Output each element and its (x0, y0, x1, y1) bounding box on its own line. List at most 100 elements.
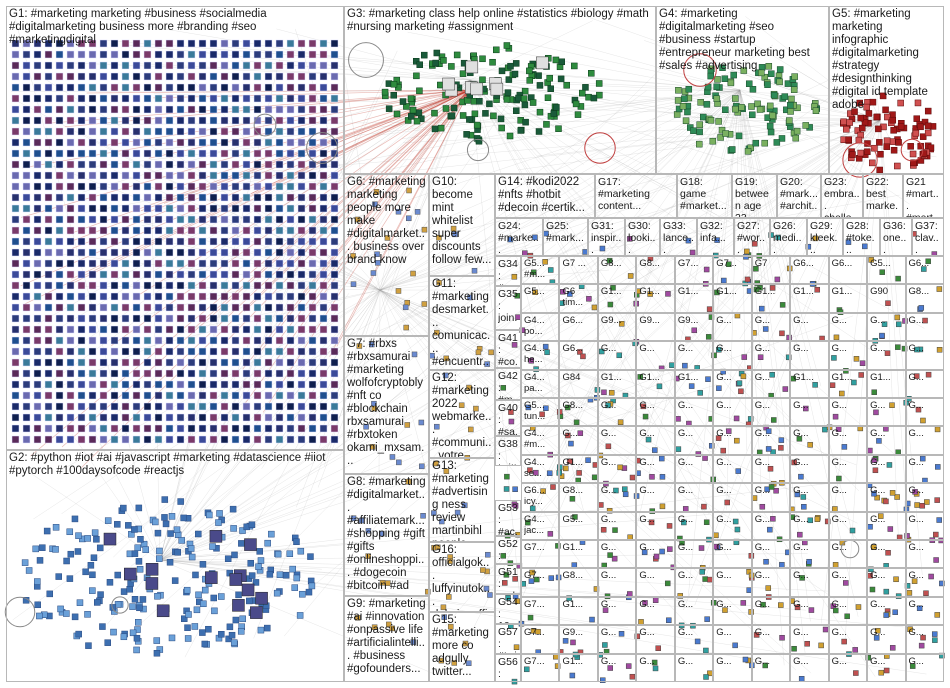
group-label: G... (755, 514, 787, 525)
small-group: G... (675, 512, 713, 540)
group-g26: G26: medi... (770, 218, 807, 256)
group-label: G... (793, 570, 825, 581)
group-label: G14: #kodi2022 #nfts #hotbit #decoin #ce… (498, 176, 592, 215)
group-label: G32: infa... (700, 220, 731, 244)
group-g6: G6: #marketing marketing people more mak… (344, 174, 429, 336)
group-g7: G7: #rbxs #rbxsamurai #marketing wolfofc… (344, 336, 429, 474)
small-group: G... (675, 426, 713, 454)
group-label: G... (793, 315, 825, 326)
group-g19: G19: between age 23... (732, 174, 777, 218)
group-label: G... (755, 627, 787, 638)
group-label: G... (639, 627, 671, 638)
group-label: G... (909, 656, 941, 667)
group-g41: G41: #co... (495, 330, 521, 368)
small-group: G... (636, 455, 674, 483)
group-label: G... (870, 570, 902, 581)
group-label: G... (716, 514, 748, 525)
small-group: G... (752, 512, 790, 540)
group-label: G1... (832, 286, 864, 297)
small-group: G7... (521, 597, 559, 625)
group-label: G7... (524, 599, 556, 610)
small-group: G... (636, 625, 674, 653)
small-group: G... (752, 455, 790, 483)
small-group: G... (829, 313, 867, 341)
group-label: G18: game #market... (680, 176, 729, 212)
small-group: G... (867, 568, 905, 596)
group-label: G7... (524, 542, 556, 553)
small-group: G... (752, 568, 790, 596)
group-label: G1... (678, 286, 710, 297)
group-label: G8... (909, 286, 941, 297)
group-label: G... (755, 343, 787, 354)
group-label: G... (639, 542, 671, 553)
small-group: G... (829, 341, 867, 369)
small-group: G... (906, 455, 944, 483)
group-label: G... (832, 570, 864, 581)
group-label: G... (639, 599, 671, 610)
small-group: G... (790, 654, 828, 682)
small-group: G... (598, 625, 636, 653)
group-g29: G29: kleek... (807, 218, 843, 256)
group-label: G10: become mint whitelist super discoun… (432, 176, 492, 267)
small-group: G... (559, 426, 597, 454)
small-group: G5... #m... (521, 256, 559, 284)
group-label: G9... (562, 627, 594, 638)
group-label: G... (716, 542, 748, 553)
group-label: G... (870, 485, 902, 496)
group-label: G5... (562, 514, 594, 525)
group-g35: G35: join... (495, 286, 521, 330)
small-group: G... (906, 483, 944, 511)
group-label: G... (832, 485, 864, 496)
group-label: G13: #marketing #advertising ness review… (432, 460, 492, 542)
small-group: G1... (559, 597, 597, 625)
small-group: G90 (867, 284, 905, 312)
small-group: G... (867, 455, 905, 483)
group-label: G5... #m... (524, 258, 556, 280)
small-group: G... (636, 654, 674, 682)
group-label: G... (716, 457, 748, 468)
small-group: G... (713, 370, 751, 398)
small-group: G... (906, 568, 944, 596)
group-label: G7... (524, 627, 556, 638)
small-group: G... (598, 540, 636, 568)
group-label: G... (793, 400, 825, 411)
small-group: G... (906, 313, 944, 341)
group-label: G1... (832, 372, 864, 383)
small-group: G... (867, 512, 905, 540)
small-group: G7... (521, 540, 559, 568)
small-group: G... (867, 597, 905, 625)
group-label: G... (909, 627, 941, 638)
group-label: G... (793, 542, 825, 553)
small-group: G... (713, 625, 751, 653)
group-label: G3: #marketing class help online #statis… (347, 8, 653, 34)
small-group: G1... (559, 455, 597, 483)
group-label: G... (601, 485, 633, 496)
small-group: G... (675, 455, 713, 483)
group-label: G... (639, 485, 671, 496)
node (513, 487, 518, 492)
group-g1: G1: #marketing marketing #business #soci… (6, 6, 344, 450)
group-label: G1: #marketing marketing #business #soci… (9, 8, 341, 47)
group-label: G... (870, 656, 902, 667)
group-label: G... (639, 343, 671, 354)
group-label: G... (716, 343, 748, 354)
small-group: G... (752, 370, 790, 398)
group-label: G... (832, 315, 864, 326)
group-label: G... (793, 485, 825, 496)
small-group: G... (829, 568, 867, 596)
group-label: G40: #sa... (498, 402, 518, 436)
group-label: G31: inspir... (591, 220, 622, 256)
small-group: G... (790, 398, 828, 426)
group-g56: G56: learn (495, 654, 521, 682)
small-group: G1... (713, 284, 751, 312)
group-g17: G17: #marketing content... (595, 174, 677, 218)
small-group: G... (713, 483, 751, 511)
group-g12: G12: #marketing 2022 webmarke... #commun… (429, 370, 495, 458)
small-group: G9... (675, 313, 713, 341)
small-group: G... (752, 483, 790, 511)
group-label: G1... (601, 286, 633, 297)
small-group: G1... (829, 370, 867, 398)
group-label: G25: #mark... (546, 220, 585, 244)
group-label: G57: #twi... (498, 626, 518, 654)
group-label: G29: kleek... (810, 220, 840, 256)
